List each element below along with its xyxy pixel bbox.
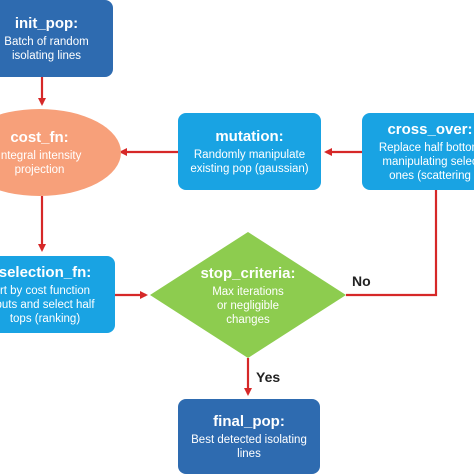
init-pop-title: init_pop:	[14, 14, 79, 32]
final-pop-title: final_pop:	[213, 412, 285, 430]
init-pop-desc: Batch of random isolating lines	[4, 35, 89, 62]
cost-fn-desc: Integral intensity projection	[0, 149, 82, 176]
selection-fn-node: selection_fn: rt by cost function puts a…	[0, 256, 115, 333]
cost-fn-node: cost_fn: Integral intensity projection	[0, 109, 121, 196]
mutation-title: mutation:	[215, 127, 284, 145]
selection-fn-desc: rt by cost function puts and select half…	[0, 284, 95, 325]
mutation-desc: Randomly manipulate existing pop (gaussi…	[190, 148, 309, 175]
init-pop-node: init_pop: Batch of random isolating line…	[0, 0, 113, 77]
stop-criteria-title: stop_criteria:	[200, 264, 296, 282]
stop-criteria-diamond	[150, 232, 346, 358]
mutation-node: mutation: Randomly manipulate existing p…	[178, 113, 321, 190]
stop-criteria-desc: Max iterations or negligible changes	[212, 285, 284, 326]
final-pop-node: final_pop: Best detected isolating lines	[178, 399, 320, 474]
edge-label-no: No	[352, 273, 371, 289]
cross-over-title: cross_over:	[387, 120, 473, 138]
selection-fn-title: selection_fn:	[0, 263, 92, 281]
edge-label-yes: Yes	[256, 369, 281, 385]
cost-fn-title: cost_fn:	[10, 128, 69, 146]
arrow-stop-to-crossover	[346, 166, 440, 297]
final-pop-desc: Best detected isolating lines	[191, 433, 307, 460]
stop-criteria-node: stop_criteria: Max iterations or negligi…	[178, 258, 318, 333]
